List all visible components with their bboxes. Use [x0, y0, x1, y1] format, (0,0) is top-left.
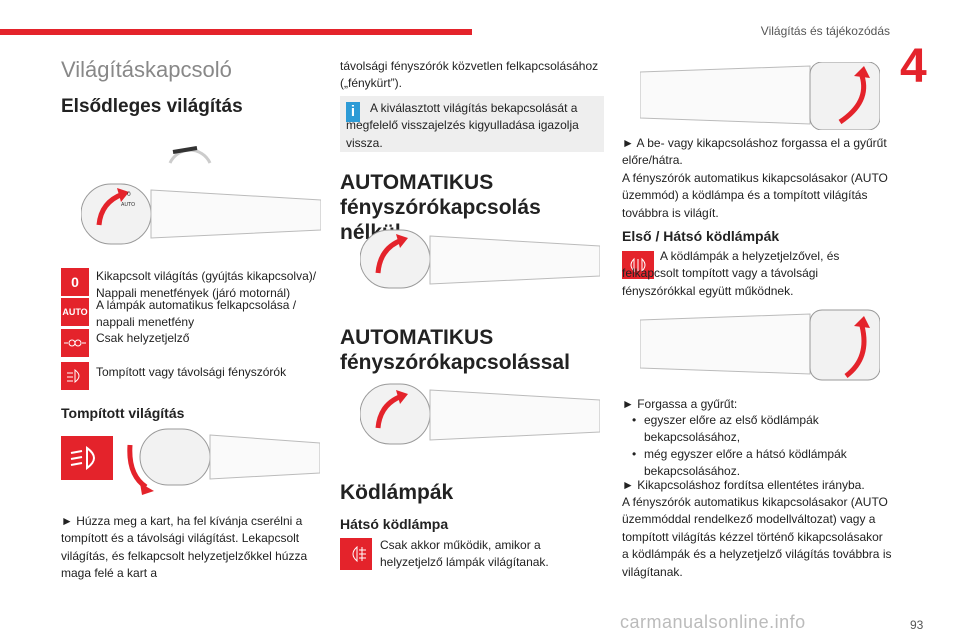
header-accent-bar: [0, 29, 472, 35]
auto-icon: AUTO: [61, 298, 89, 326]
legend-text-headlamp: Tompított vagy távolsági fényszórók: [96, 365, 287, 379]
side-lights-icon: [61, 329, 89, 357]
final-text: A fényszórók automatikus kikapcsolásakor…: [622, 495, 892, 579]
info-text: A kiválasztott világítás bekapcsolását a…: [346, 101, 579, 150]
fog-heading: Ködlámpák: [340, 481, 454, 504]
steering-wheel-icon: [168, 146, 212, 164]
turn-text: ► Forgassa a gyűrűt:: [622, 397, 738, 411]
headlamp-icon-large: [61, 436, 113, 480]
off-icon: 0: [61, 268, 89, 296]
auto-on-heading: AUTOMATIKUS fényszórókapcsolással: [340, 326, 570, 375]
auto-off-heading: AUTOMATIKUS fényszórókapcsolás nélkül: [340, 171, 541, 245]
info-box: i A kiválasztott világítás bekapcsolását…: [340, 96, 604, 152]
svg-text:AUTO: AUTO: [121, 202, 135, 208]
bullet-1-marker: •: [632, 413, 637, 427]
bullet-1-text: egyszer előre az első ködlámpák bekapcso…: [644, 413, 819, 445]
primary-heading: Elsődleges világítás: [61, 96, 243, 117]
bullet-2-marker: •: [632, 447, 637, 461]
info-icon: i: [346, 102, 360, 122]
chapter-number: 4: [900, 40, 927, 93]
section-title: Világítás és tájékozódás: [760, 24, 890, 38]
front-rear-fog-text: A ködlámpák a helyzetjelzővel, és felkap…: [622, 249, 840, 298]
bullet-2-text: még egyszer előre a hátsó ködlámpák beka…: [644, 447, 847, 479]
rear-fog-heading: Hátsó ködlámpa: [340, 516, 449, 532]
stalk-illustration-6: [640, 309, 880, 381]
stalk-illustration-3: [360, 229, 600, 289]
stalk-illustration-5: [640, 62, 880, 130]
front-rear-fog-icon: [622, 251, 654, 279]
legend-text-auto: A lámpák automatikus felkapcsolása / nap…: [96, 298, 297, 329]
rear-fog-text: Csak akkor működik, amikor a helyzetjelz…: [380, 538, 549, 570]
ring-text: ► A be- vagy kikapcsoláshoz forgassa el …: [622, 136, 887, 168]
headlamp-icon: [61, 362, 89, 390]
rear-fog-icon: [340, 538, 372, 570]
main-title: Világításkapcsoló: [61, 57, 232, 82]
legend-text-off: Kikapcsolt világítás (gyújtás kikapcsolv…: [96, 269, 317, 300]
dipped-heading: Tompított világítás: [61, 405, 185, 421]
auto-text: A fényszórók automatikus kikapcsolásakor…: [622, 171, 888, 220]
off-text: ► Kikapcsoláshoz fordítsa ellentétes irá…: [622, 478, 865, 492]
stalk-illustration-4: [360, 383, 600, 445]
flash-text: távolsági fényszórók közvetlen felkapcso…: [340, 59, 599, 91]
legend-text-side-lights: Csak helyzetjelző: [96, 331, 190, 345]
svg-text:0: 0: [127, 191, 131, 198]
stalk-illustration-1: 0 AUTO: [81, 183, 321, 245]
page-number: 93: [910, 618, 924, 632]
watermark: carmanualsonline.info: [620, 612, 806, 632]
dipped-text: ► Húzza meg a kart, ha fel kívánja cseré…: [61, 514, 308, 581]
front-rear-fog-heading: Első / Hátsó ködlámpák: [622, 228, 780, 244]
stalk-illustration-2: [127, 428, 320, 495]
